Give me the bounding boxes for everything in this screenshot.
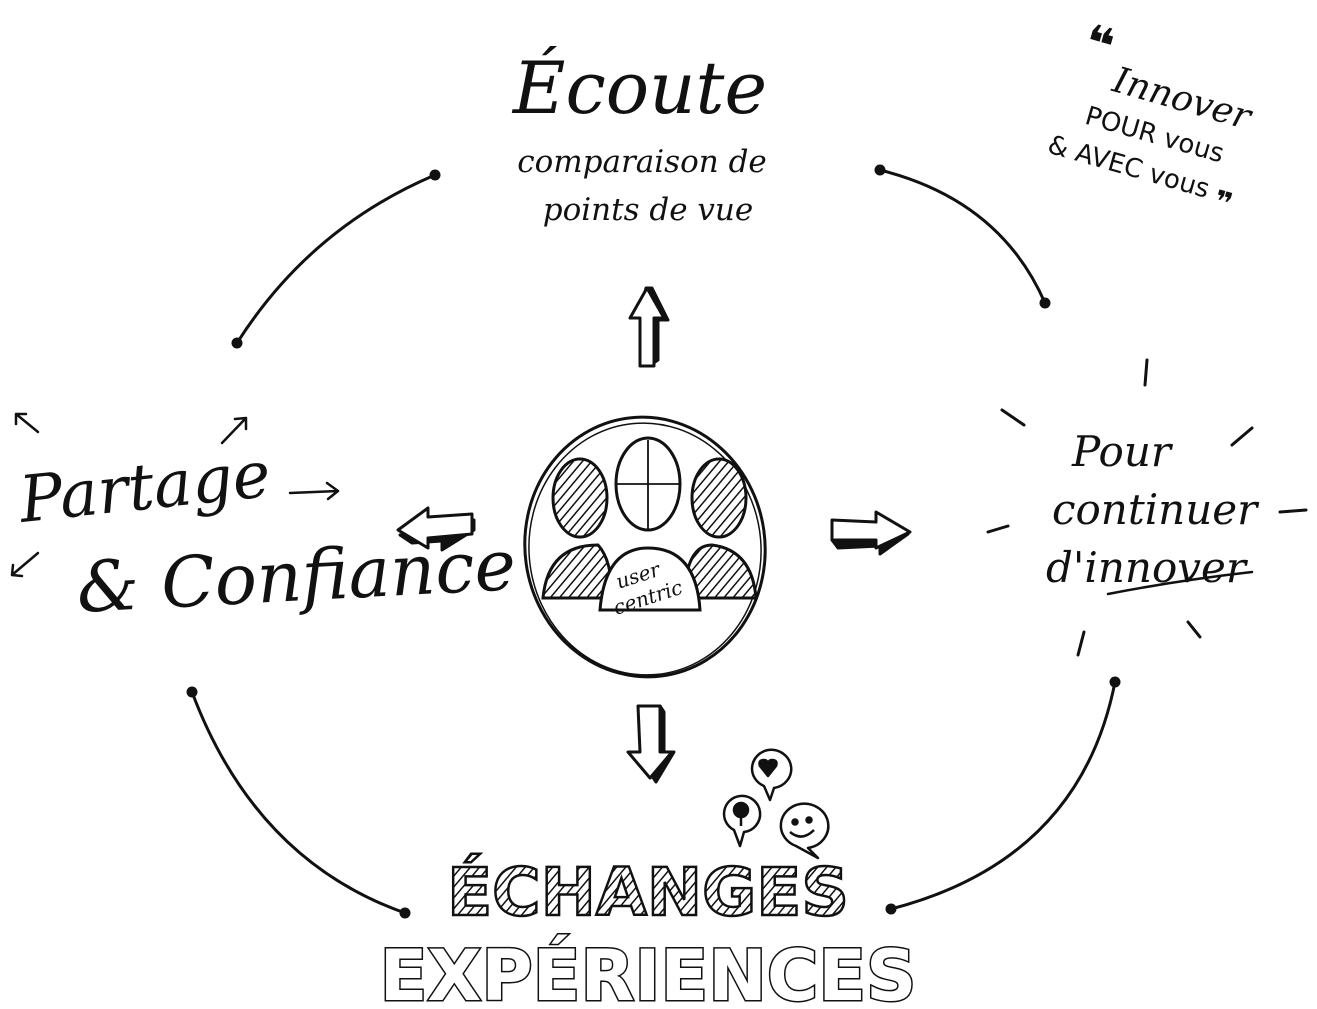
partage-small-arrows xyxy=(10,412,340,578)
arrow-right-icon xyxy=(830,510,912,556)
arrow-left-icon xyxy=(396,506,476,552)
lightbulb-bubble-icon xyxy=(722,794,762,848)
heart-bubble-icon xyxy=(750,748,793,802)
partage-line1: Partage xyxy=(15,438,274,538)
ecoute-subtitle-line2: points de vue xyxy=(543,192,753,228)
arrow-down-icon xyxy=(626,704,676,784)
partage-line2: & Confiance xyxy=(75,524,518,629)
quote-block: ❝ Innover POUR vous & AVEC vous ❞ xyxy=(1044,14,1257,223)
experiences-title: EXPÉRIENCES xyxy=(380,935,917,1009)
node-innover: Pour continuer d'innover xyxy=(986,358,1308,657)
arc-top-left xyxy=(235,173,437,345)
echanges-title: ÉCHANGES xyxy=(447,853,849,931)
ecoute-subtitle-line1: comparaison de xyxy=(517,144,767,180)
user-centric-circle: user centric xyxy=(523,415,767,679)
arc-top-right xyxy=(878,168,1047,305)
innover-line2: continuer xyxy=(1052,485,1260,534)
arc-bottom-left xyxy=(190,690,407,915)
cycle-arcs xyxy=(190,168,1117,915)
arrow-up-icon xyxy=(628,286,670,368)
innover-underline xyxy=(1106,570,1254,596)
arc-endpoints xyxy=(186,164,1121,919)
user-group-icon xyxy=(541,436,758,612)
ecoute-title: Écoute xyxy=(511,45,767,130)
quote-open-mark: ❝ xyxy=(1078,14,1121,76)
arc-bottom-right xyxy=(889,680,1117,911)
smiley-bubble-icon xyxy=(779,802,830,860)
innover-line1: Pour xyxy=(1071,427,1174,476)
innover-line3: d'innover xyxy=(1046,543,1249,592)
node-echanges: ÉCHANGES EXPÉRIENCES xyxy=(378,852,918,1009)
node-ecoute: Écoute comparaison de points de vue xyxy=(511,45,767,228)
quote-close-mark: ❞ xyxy=(1210,184,1237,222)
sparkle-icon xyxy=(986,358,1308,657)
